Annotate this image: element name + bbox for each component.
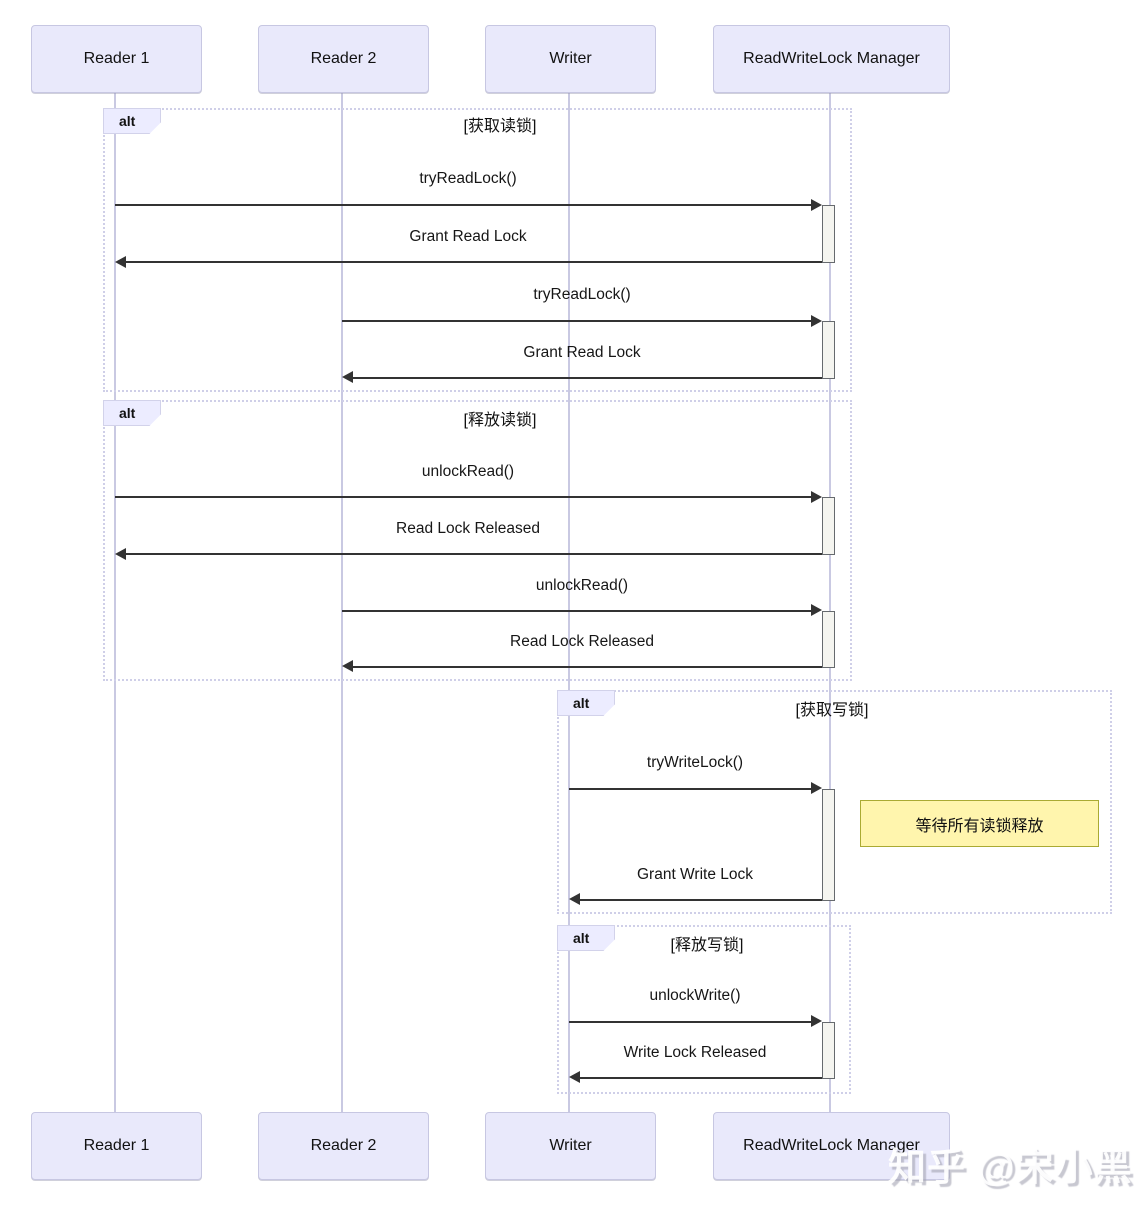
message-label: unlockWrite(): [649, 987, 741, 1004]
participant-reader1-top: Reader 1: [31, 25, 202, 93]
lifeline-writer: [568, 91, 570, 1114]
participant-writer-bottom: Writer: [485, 1112, 656, 1180]
arrowhead-icon: [342, 660, 353, 672]
alt-label: alt: [119, 405, 136, 421]
message-arrow: [125, 553, 822, 555]
participant-writer-top: Writer: [485, 25, 656, 93]
alt-frame-release-read: [103, 400, 852, 681]
note-wait-readers: 等待所有读锁释放: [860, 800, 1099, 847]
alt-condition-acquire-read: [获取读锁]: [463, 118, 537, 135]
message-label: Read Lock Released: [510, 633, 654, 650]
lifeline-reader1: [114, 91, 116, 1114]
participant-reader1-bottom: Reader 1: [31, 1112, 202, 1180]
alt-label-tab: alt: [103, 400, 161, 426]
message-label: tryWriteLock(): [646, 754, 744, 771]
message-arrow: [569, 788, 812, 790]
participant-reader2-bottom: Reader 2: [258, 1112, 429, 1180]
zhihu-watermark: 知乎 @宋小黑: [888, 1147, 1133, 1189]
message-label: Grant Read Lock: [523, 344, 641, 361]
message-arrow: [125, 261, 822, 263]
alt-condition-acquire-write: [获取写锁]: [795, 702, 869, 719]
message-label: unlockRead(): [421, 463, 515, 480]
note-text: 等待所有读锁释放: [915, 817, 1044, 835]
arrowhead-icon: [811, 782, 822, 794]
alt-label-tab: alt: [557, 690, 615, 716]
arrowhead-icon: [811, 199, 822, 211]
message-arrow: [352, 666, 822, 668]
arrowhead-icon: [811, 315, 822, 327]
activation-bar: [822, 611, 835, 668]
arrowhead-icon: [342, 371, 353, 383]
alt-frame-acquire-read: [103, 108, 852, 392]
alt-condition-release-write: [释放写锁]: [670, 937, 744, 954]
message-label: tryReadLock(): [419, 170, 517, 187]
arrowhead-icon: [115, 548, 126, 560]
arrowhead-icon: [115, 256, 126, 268]
message-label: Grant Write Lock: [636, 866, 753, 883]
message-label: tryReadLock(): [533, 286, 631, 303]
activation-bar: [822, 205, 835, 263]
arrowhead-icon: [569, 893, 580, 905]
message-arrow: [342, 320, 812, 322]
alt-label: alt: [119, 113, 136, 129]
participant-manager-top: ReadWriteLock Manager: [713, 25, 950, 93]
participant-reader2-top: Reader 2: [258, 25, 429, 93]
alt-label-tab: alt: [557, 925, 615, 951]
arrowhead-icon: [569, 1071, 580, 1083]
message-arrow: [115, 496, 812, 498]
alt-label-tab: alt: [103, 108, 161, 134]
activation-bar: [822, 497, 835, 555]
message-arrow: [579, 899, 822, 901]
alt-label: alt: [573, 930, 590, 946]
activation-bar: [822, 1022, 835, 1079]
message-label: Write Lock Released: [623, 1044, 767, 1061]
message-label: Grant Read Lock: [409, 228, 527, 245]
alt-label: alt: [573, 695, 590, 711]
arrowhead-icon: [811, 1015, 822, 1027]
lifeline-reader2: [341, 91, 343, 1114]
message-label: Read Lock Released: [396, 520, 540, 537]
message-arrow: [569, 1021, 812, 1023]
alt-condition-release-read: [释放读锁]: [463, 412, 537, 429]
activation-bar: [822, 321, 835, 379]
participant-manager-bottom: ReadWriteLock Manager: [713, 1112, 950, 1180]
lifeline-manager: [829, 91, 831, 1114]
arrowhead-icon: [811, 604, 822, 616]
alt-frame-acquire-write: [557, 690, 1112, 914]
message-arrow: [115, 204, 812, 206]
arrowhead-icon: [811, 491, 822, 503]
activation-bar: [822, 789, 835, 901]
message-label: unlockRead(): [535, 577, 629, 594]
message-arrow: [352, 377, 822, 379]
alt-frame-release-write: [557, 925, 851, 1094]
message-arrow: [342, 610, 812, 612]
message-arrow: [579, 1077, 822, 1079]
